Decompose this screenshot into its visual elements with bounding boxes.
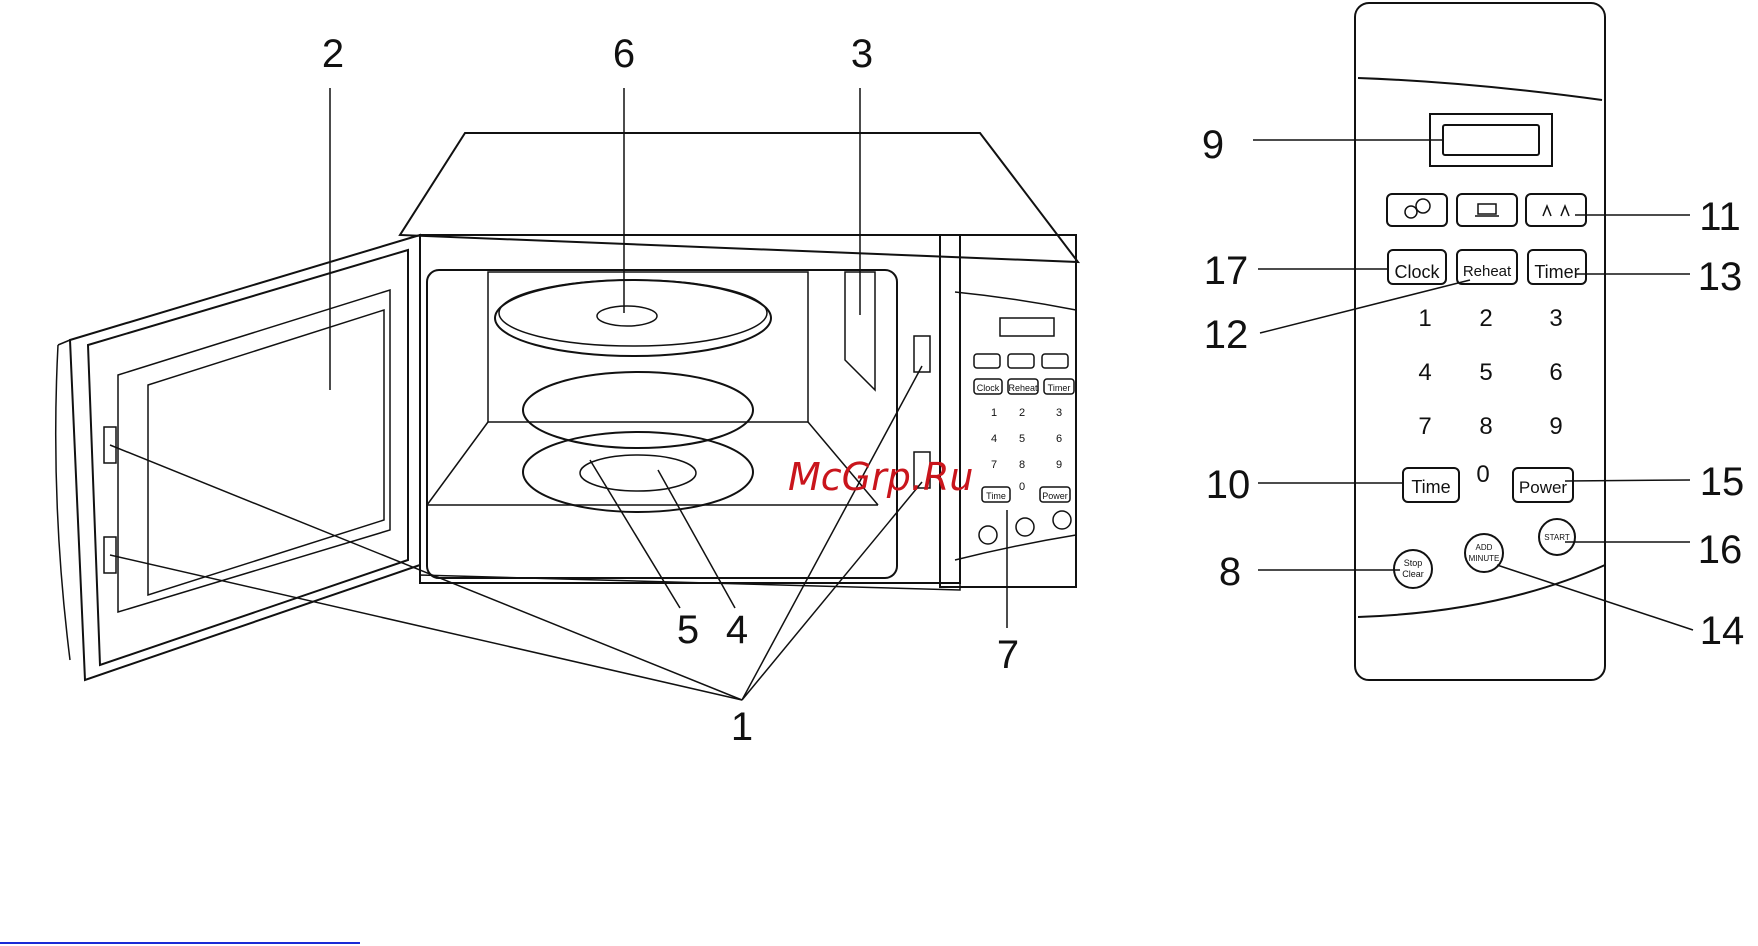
digit-3: 3 bbox=[1549, 305, 1562, 332]
power-label: Power bbox=[1519, 478, 1568, 497]
panel-top-curve bbox=[1358, 78, 1602, 100]
timer-label: Timer bbox=[1534, 262, 1579, 282]
small-time-label: Time bbox=[986, 491, 1006, 501]
small-digit: 8 bbox=[1019, 459, 1025, 471]
callout-6: 6 bbox=[613, 32, 635, 76]
cavity-back-wall bbox=[488, 272, 808, 422]
callout-7: 7 bbox=[997, 633, 1019, 677]
callout-15: 15 bbox=[1700, 460, 1745, 504]
roller-ring-lower bbox=[523, 432, 753, 512]
reheat-label: Reheat bbox=[1463, 263, 1512, 280]
add-minute-button bbox=[1465, 534, 1503, 572]
callout-11: 11 bbox=[1699, 195, 1741, 239]
small-digit: 9 bbox=[1056, 459, 1062, 471]
callout-4: 4 bbox=[726, 608, 748, 652]
callout-17: 17 bbox=[1204, 249, 1249, 293]
small-digit: 6 bbox=[1056, 433, 1062, 445]
callout-2: 2 bbox=[322, 32, 344, 76]
cabinet-top bbox=[400, 133, 1078, 262]
callout-8: 8 bbox=[1219, 550, 1241, 594]
digit-1: 1 bbox=[1418, 305, 1431, 332]
start-label: START bbox=[1544, 533, 1570, 542]
callout-9: 9 bbox=[1202, 123, 1224, 167]
digit-6: 6 bbox=[1549, 359, 1562, 386]
door-inner-frame bbox=[88, 250, 408, 665]
digit-7: 7 bbox=[1418, 413, 1431, 440]
auto-cook-button-2 bbox=[1457, 194, 1517, 226]
display-window bbox=[1443, 125, 1539, 155]
watermark-text: McGrp.Ru bbox=[788, 455, 973, 499]
callout-3: 3 bbox=[851, 32, 873, 76]
callout-12: 12 bbox=[1204, 313, 1249, 357]
door-panel bbox=[70, 235, 420, 680]
cabinet-front bbox=[420, 235, 960, 583]
oven-cavity bbox=[427, 270, 897, 578]
stop-label: Stop bbox=[1404, 558, 1423, 568]
small-digit: 3 bbox=[1056, 407, 1062, 419]
callout-5: 5 bbox=[677, 608, 699, 652]
callout-14: 14 bbox=[1700, 609, 1745, 653]
small-digit: 4 bbox=[991, 433, 997, 445]
small-display bbox=[1000, 318, 1054, 336]
small-digit: 1 bbox=[991, 407, 997, 419]
roller-ring bbox=[523, 372, 753, 448]
small-power-label: Power bbox=[1042, 491, 1068, 501]
auto-cook-button-3 bbox=[1526, 194, 1586, 226]
callout-13: 13 bbox=[1698, 255, 1743, 299]
clock-label: Clock bbox=[1394, 262, 1440, 282]
small-clock-label: Clock bbox=[977, 383, 1000, 393]
callout-10: 10 bbox=[1206, 463, 1251, 507]
callout-1: 1 bbox=[731, 705, 753, 749]
tray-hub bbox=[597, 306, 657, 326]
digit-4: 4 bbox=[1418, 359, 1431, 386]
glass-tray bbox=[495, 280, 771, 356]
microwave-illustration bbox=[400, 133, 1078, 590]
digit-8: 8 bbox=[1479, 413, 1492, 440]
small-digit: 5 bbox=[1019, 433, 1025, 445]
clear-label: Clear bbox=[1402, 569, 1424, 579]
small-digit: 2 bbox=[1019, 407, 1025, 419]
display-frame bbox=[1430, 114, 1552, 166]
small-digit: 0 bbox=[1019, 481, 1025, 493]
time-label: Time bbox=[1411, 477, 1450, 497]
small-reheat-label: Reheat bbox=[1008, 383, 1038, 393]
digit-0: 0 bbox=[1476, 461, 1489, 488]
digit-5: 5 bbox=[1479, 359, 1492, 386]
large-control-panel: Clock Reheat Timer 1 2 3 4 5 6 7 8 9 0 T… bbox=[1355, 3, 1605, 680]
add-label: ADD bbox=[1476, 543, 1493, 552]
small-digit: 7 bbox=[991, 459, 997, 471]
small-timer-label: Timer bbox=[1048, 383, 1071, 393]
digit-2: 2 bbox=[1479, 305, 1492, 332]
large-panel-body bbox=[1355, 3, 1605, 680]
digit-9: 9 bbox=[1549, 413, 1562, 440]
callout-16: 16 bbox=[1698, 528, 1743, 572]
door-window bbox=[118, 290, 390, 612]
minute-label: MINUTE bbox=[1469, 554, 1500, 563]
bottom-rule bbox=[0, 942, 360, 944]
